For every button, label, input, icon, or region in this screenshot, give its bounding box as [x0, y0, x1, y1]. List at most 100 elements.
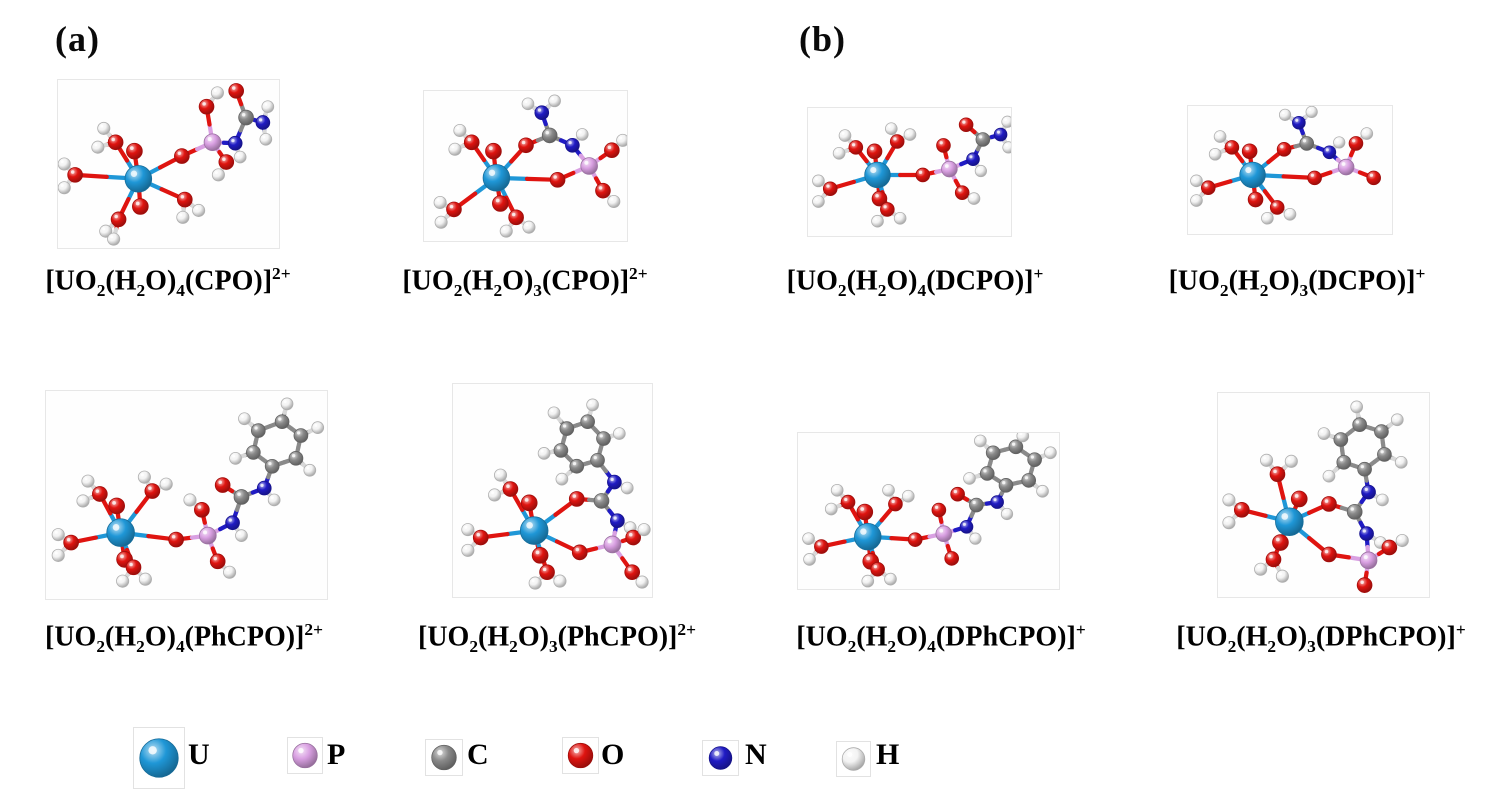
atom-O	[1290, 490, 1308, 508]
atom-C	[979, 466, 995, 481]
atom-O	[218, 154, 235, 170]
legend-label-n: N	[745, 738, 767, 771]
atom-H	[1394, 455, 1408, 469]
atom-N	[990, 495, 1004, 509]
atom-C	[1377, 447, 1392, 462]
legend-label-p: P	[327, 738, 346, 771]
molecule-tile-4	[1187, 105, 1393, 235]
atom-H	[861, 574, 875, 588]
atom-U	[1239, 161, 1266, 189]
molecule-drawing	[1222, 400, 1409, 593]
atom-H	[812, 195, 825, 208]
atom-O	[194, 502, 210, 518]
atom-H	[461, 523, 475, 537]
atom-O	[1241, 143, 1258, 160]
atom-U	[854, 522, 882, 551]
atom-O	[888, 496, 903, 512]
atom-O	[866, 143, 883, 160]
atom-O	[595, 182, 611, 199]
atom-N	[565, 137, 580, 153]
atom-H	[233, 150, 247, 164]
atom-H	[635, 575, 649, 589]
atom-O	[1366, 170, 1381, 186]
atom-C	[246, 445, 261, 460]
molecule-tile-8	[1217, 392, 1430, 598]
atom-O	[1269, 200, 1285, 215]
atom-N	[1361, 484, 1376, 500]
atom-O	[472, 529, 489, 546]
atom-H	[555, 472, 569, 486]
atom-H	[1275, 569, 1289, 583]
molecule-tile-7	[797, 432, 1060, 590]
atom-H	[537, 447, 551, 460]
atom-C	[580, 414, 595, 430]
atom-H	[830, 483, 844, 497]
atom-H	[448, 142, 462, 156]
atom-H	[1002, 141, 1011, 154]
atom-H	[901, 489, 915, 503]
atom-H	[553, 574, 567, 588]
atom-H	[528, 576, 542, 590]
atom-H	[137, 470, 151, 484]
atom-H	[1317, 427, 1331, 440]
atom-O	[1247, 191, 1264, 208]
atom-O	[539, 564, 555, 581]
atom-C	[985, 445, 1001, 461]
atom-O	[604, 142, 620, 159]
atom-H	[1260, 453, 1274, 467]
molecule-drawing	[58, 83, 275, 246]
atom-H	[81, 474, 95, 488]
atom-H	[51, 528, 65, 542]
molecule-drawing	[433, 94, 627, 238]
atom-O	[954, 185, 970, 200]
atom-H	[522, 220, 536, 234]
atom-H	[893, 211, 907, 225]
atom-P	[203, 133, 222, 152]
atom-H	[453, 123, 467, 137]
atom-O	[168, 531, 184, 548]
atom-N	[1322, 145, 1337, 160]
atom-H	[607, 195, 621, 209]
atom-H	[192, 203, 206, 217]
atom-O	[126, 142, 143, 160]
atom-N	[966, 152, 980, 166]
atom-O	[1200, 180, 1216, 196]
molecule-formula-8: [UO2(H2O)3(DPhCPO)]+	[1176, 620, 1466, 656]
legend-label-h: H	[876, 738, 900, 771]
atom-N	[993, 127, 1008, 142]
atom-H	[223, 565, 237, 579]
atom-C	[593, 493, 610, 509]
atom-H	[803, 553, 816, 566]
atom-O	[125, 559, 142, 576]
atom-H	[521, 97, 535, 111]
atom-O	[531, 547, 549, 564]
atom-O	[840, 494, 856, 510]
atom-N	[610, 513, 625, 529]
atom-H	[159, 477, 173, 491]
atom-H	[1208, 147, 1222, 161]
atom-N	[1292, 115, 1306, 130]
atom-C	[1333, 432, 1349, 447]
atom-H	[1044, 446, 1057, 460]
atom-H	[434, 215, 448, 229]
molecule-tile-5	[45, 390, 328, 600]
atom-C	[250, 423, 266, 438]
atom-O	[214, 477, 231, 493]
atom-H	[974, 164, 987, 178]
atom-C	[1008, 439, 1024, 455]
atom-C	[1027, 452, 1042, 467]
atom-O	[915, 167, 931, 183]
atom-H	[76, 494, 90, 508]
atom-C	[233, 489, 250, 505]
legend-sphere-c	[425, 739, 463, 776]
atom-C	[559, 421, 575, 436]
atom-N	[534, 105, 550, 121]
atom-C	[238, 109, 254, 126]
atom-C	[288, 451, 304, 466]
atom-U	[519, 516, 549, 545]
atom-O	[568, 491, 585, 507]
molecule-formula-7: [UO2(H2O)4(DPhCPO)]+	[796, 620, 1086, 656]
atom-O	[931, 502, 947, 518]
molecule-formula-1: [UO2(H2O)4(CPO)]2+	[45, 264, 291, 300]
atom-H	[235, 529, 248, 542]
